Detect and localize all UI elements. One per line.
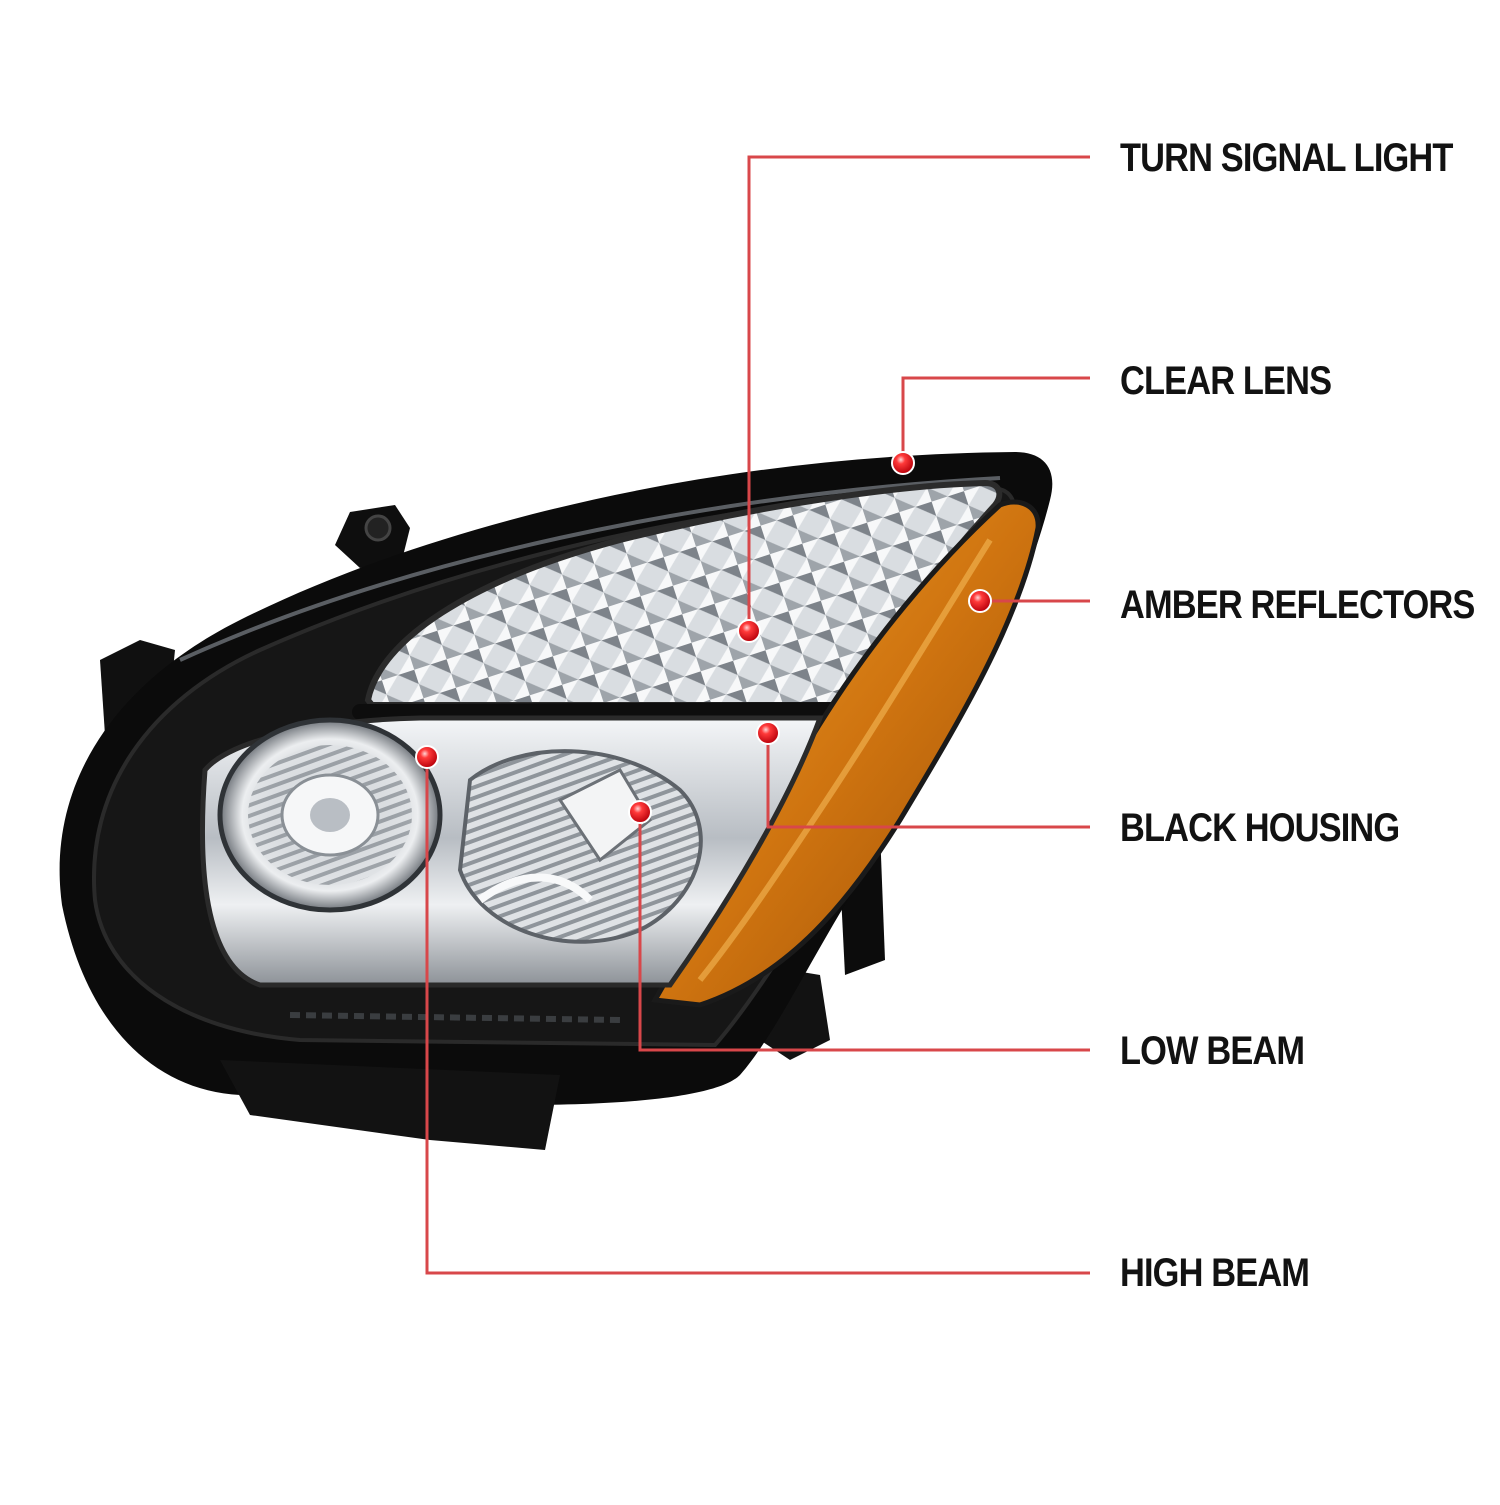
leader-clear-lens	[901, 376, 1090, 463]
leader-high-beam	[425, 757, 1090, 1275]
low-beam-reflector	[457, 749, 703, 944]
marker-turn-signal	[737, 619, 761, 643]
leader-turn-signal	[747, 155, 1090, 631]
marker-amber-reflectors	[968, 589, 992, 613]
leader-lines	[425, 155, 1090, 1275]
label-black-housing: BLACK HOUSING	[1120, 806, 1400, 850]
leader-low-beam	[638, 812, 1090, 1052]
label-clear-lens: CLEAR LENS	[1120, 359, 1332, 403]
marker-high-beam	[415, 745, 439, 769]
leader-black-housing	[766, 733, 1090, 829]
label-low-beam: LOW BEAM	[1120, 1029, 1305, 1073]
label-turn-signal-light: TURN SIGNAL LIGHT	[1120, 136, 1453, 180]
amber-reflector	[650, 499, 1041, 1008]
label-amber-reflectors: AMBER REFLECTORS	[1120, 583, 1475, 627]
marker-clear-lens	[891, 451, 915, 475]
marker-low-beam	[628, 800, 652, 824]
high-beam-projector	[217, 717, 443, 913]
label-high-beam: HIGH BEAM	[1120, 1251, 1310, 1295]
callout-markers	[415, 451, 992, 824]
base-bracket	[220, 1060, 560, 1150]
marker-black-housing	[756, 721, 780, 745]
